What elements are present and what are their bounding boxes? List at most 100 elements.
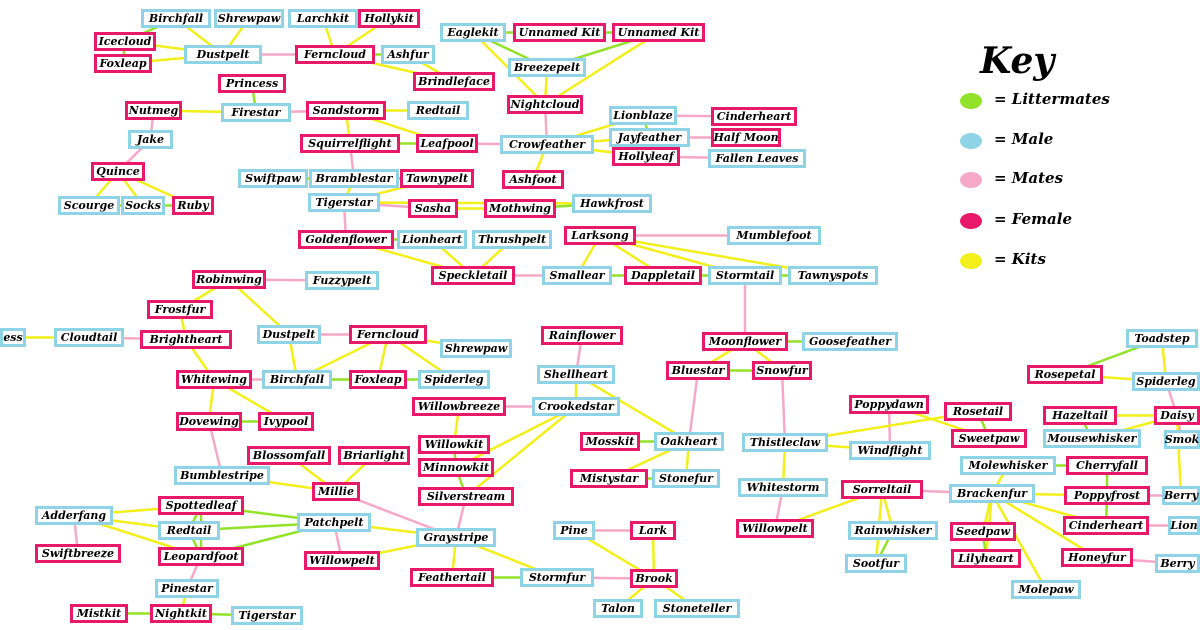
cat-node-patchpelt: Patchpelt (297, 513, 371, 532)
cat-node-pinestar: Pinestar (155, 579, 219, 598)
cat-node-shrewpaw2: Shrewpaw (440, 339, 512, 358)
cat-node-fuzzypelt: Fuzzypelt (305, 271, 379, 290)
cat-node-jayfeather: Jayfeather (609, 128, 690, 147)
cat-node-oakheart: Oakheart (654, 432, 724, 451)
cat-node-foxleap1: Foxleap (94, 54, 152, 73)
cat-node-talon: Talon (593, 599, 643, 618)
cat-node-sandstorm: Sandstorm (306, 101, 386, 120)
cat-node-halfmoon: Half Moon (711, 128, 781, 147)
cat-node-dustpelt1: Dustpelt (184, 45, 262, 64)
cat-node-tigerstar1: Tigerstar (308, 193, 380, 212)
cat-node-bramblestar: Bramblestar (309, 169, 399, 188)
cat-node-brackenfur: Brackenfur (949, 484, 1035, 503)
green-dot-icon (960, 93, 982, 109)
cat-node-honeyfur: Honeyfur (1061, 548, 1133, 567)
cat-node-stormtail: Stormtail (708, 266, 782, 285)
legend-label: = Kits (994, 250, 1046, 268)
cat-node-ivypool: Ivypool (258, 412, 314, 431)
cat-node-dappletail: Dappletail (624, 266, 702, 285)
cat-node-silverstream: Silverstream (418, 487, 514, 506)
cat-node-hollykit: Hollykit (358, 9, 420, 28)
cat-node-willowpelt: Willowpelt (304, 551, 380, 570)
cat-node-bluestar: Bluestar (666, 361, 730, 380)
cat-node-ruby: Ruby (172, 196, 214, 215)
cat-node-quince: Quince (91, 162, 145, 181)
cat-node-icecloud: Icecloud (94, 32, 156, 51)
cat-node-spiderleg1: Spiderleg (418, 370, 490, 389)
edge-kits (991, 492, 1098, 559)
legend-item-mates: = Mates (950, 169, 1190, 191)
cat-node-windflight: Windflight (849, 441, 931, 460)
cat-node-goldenflower: Goldenflower (298, 230, 394, 249)
cat-node-jake: Jake (128, 130, 173, 149)
cat-node-cherryfall: Cherryfall (1066, 456, 1148, 475)
cat-node-hollyleaf: Hollyleaf (612, 147, 680, 166)
cat-node-brook: Brook (630, 569, 678, 588)
cat-node-berry2: Berry (1155, 554, 1200, 573)
edge-mates (687, 370, 700, 442)
cat-node-fallenleaves: Fallen Leaves (708, 149, 806, 168)
cat-node-rosepetal: Rosepetal (1027, 365, 1103, 384)
legend-item-male: = Male (950, 130, 1190, 152)
legend-label: = Male (994, 130, 1054, 148)
cat-node-seedpaw: Seedpaw (950, 522, 1016, 541)
cat-node-unnamed2: Unnamed Kit (612, 23, 705, 42)
cat-node-pine: Pine (553, 521, 595, 540)
cat-node-swiftbreeze: Swiftbreeze (35, 544, 121, 563)
cat-node-unnamed1: Unnamed Kit (513, 23, 606, 42)
cat-node-daisy: Daisy (1154, 406, 1200, 425)
legend-item-littermates: = Littermates (950, 90, 1190, 112)
cat-node-toadstep: Toadstep (1126, 329, 1198, 348)
cat-node-millie: Millie (312, 482, 360, 501)
yellow-dot-icon (960, 253, 982, 269)
cat-node-socks: Socks (121, 196, 165, 215)
cat-node-lionblaze: Lionblaze (609, 106, 677, 125)
cat-node-spiderleg2: Spiderleg (1132, 372, 1200, 391)
edge-kits (575, 373, 690, 443)
cat-node-birchfall1: Birchfall (141, 9, 211, 28)
cat-node-redtail1: Redtail (407, 101, 469, 120)
legend: Key = Littermates = Male = Mates = Femal… (950, 40, 1190, 280)
edge-kits (990, 492, 1048, 591)
cat-node-ashfur: Ashfur (381, 45, 435, 64)
legend-label: = Mates (994, 169, 1064, 187)
cat-node-blossomfall: Blossomfall (247, 446, 331, 465)
cat-node-ashfoot: Ashfoot (502, 170, 564, 189)
cat-node-tawnyspots: Tawnyspots (788, 266, 878, 285)
legend-label: = Littermates (994, 90, 1110, 108)
cat-node-nightcloud: Nightcloud (507, 95, 583, 114)
cat-node-whitewing: Whitewing (176, 370, 252, 389)
cat-node-frostfur: Frostfur (147, 300, 213, 319)
legend-item-female: = Female (950, 210, 1190, 232)
legend-label: = Female (994, 210, 1072, 228)
cat-node-cinderheart2: Cinderheart (1063, 516, 1149, 535)
cat-node-willowkit: Willowkit (418, 435, 490, 454)
edge-kits (465, 405, 577, 498)
cat-node-minnowkit: Minnowkit (418, 458, 494, 477)
legend-title: Key (980, 40, 1055, 82)
cat-node-snowfur: Snowfur (752, 361, 812, 380)
cat-node-stonefur: Stonefur (652, 469, 720, 488)
cat-node-cinderheart1: Cinderheart (711, 107, 797, 126)
cat-node-sasha: Sasha (408, 199, 458, 218)
cat-node-crowfeather: Crowfeather (500, 135, 594, 154)
cat-node-tawnypelt: Tawnypelt (400, 169, 474, 188)
cat-node-mumblefoot: Mumblefoot (727, 226, 821, 245)
edge-mates (780, 370, 787, 443)
cat-node-stoneteller: Stoneteller (654, 599, 740, 618)
cat-node-hazeltail: Hazeltail (1043, 406, 1117, 425)
blue-dot-icon (960, 133, 982, 149)
cat-node-nightkit: Nightkit (150, 604, 212, 623)
edge-kits (343, 201, 613, 205)
cat-node-sweetpaw: Sweetpaw (951, 429, 1027, 448)
cat-node-firestar: Firestar (221, 103, 291, 122)
cat-node-dovewing: Dovewing (176, 412, 242, 431)
cat-node-mousewhisker: Mousewhisker (1043, 429, 1141, 448)
cat-node-mothwing: Mothwing (484, 199, 556, 218)
cat-node-foxleap2: Foxleap (349, 370, 407, 389)
cat-node-moonflower: Moonflower (702, 332, 788, 351)
cat-node-thistleclaw: Thistleclaw (742, 433, 828, 452)
cat-node-sootfur: Sootfur (845, 554, 907, 573)
cat-node-willowpelt2: Willowpelt (736, 519, 814, 538)
cat-node-eaglekit: Eaglekit (440, 23, 506, 42)
